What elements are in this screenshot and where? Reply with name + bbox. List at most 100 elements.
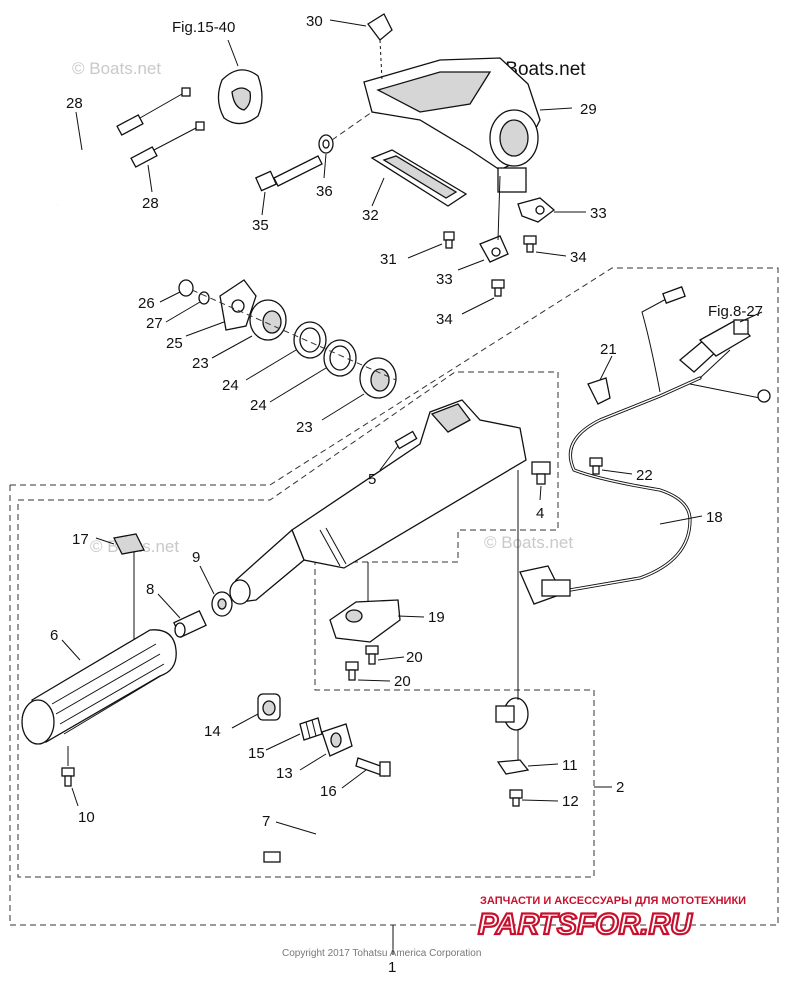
screw-34-left — [491, 279, 505, 297]
callout-11: 11 — [562, 757, 578, 774]
callout-9: 9 — [192, 549, 200, 566]
callout-24-lower: 24 — [250, 397, 267, 414]
leader-14 — [231, 713, 259, 729]
clamp-33-left — [479, 235, 509, 263]
leader-6 — [61, 639, 81, 661]
leader-24-upper — [245, 349, 297, 381]
leader-15 — [265, 733, 301, 751]
tiller-bracket — [363, 57, 541, 193]
leader-21 — [599, 355, 613, 381]
leader-10 — [71, 787, 79, 807]
callout-33-left: 33 — [436, 271, 453, 288]
callout-2: 2 — [616, 779, 624, 796]
callout-8: 8 — [146, 581, 154, 598]
callout-31: 31 — [380, 251, 397, 268]
washer-36 — [318, 134, 334, 154]
clamp-33-right — [517, 197, 556, 223]
leader-5 — [379, 445, 399, 471]
leader-20-upper — [377, 656, 405, 661]
leader-16 — [341, 769, 367, 789]
ring-24-lower — [323, 339, 357, 377]
leader-35 — [261, 191, 266, 216]
clamp-21 — [587, 377, 611, 405]
leader-12 — [521, 799, 559, 802]
screw-20-lower — [345, 661, 359, 681]
ref-fig-8-27: Fig.8-27 — [708, 303, 763, 320]
tiller-arm — [229, 399, 527, 605]
switch-4 — [531, 461, 551, 485]
screw-31 — [443, 231, 455, 249]
leader-22 — [601, 469, 633, 475]
callout-7: 7 — [262, 813, 270, 830]
callout-27: 27 — [146, 315, 163, 332]
callout-21: 21 — [600, 341, 617, 358]
assembly-line-bushings — [191, 289, 397, 381]
callout-23-lower: 23 — [296, 419, 313, 436]
leader-27 — [165, 301, 201, 323]
callout-35: 35 — [252, 217, 269, 234]
leader-13 — [299, 753, 327, 771]
leader-28-lower — [147, 164, 153, 193]
ref-fig-15-40: Fig.15-40 — [172, 19, 235, 36]
leader-36 — [323, 153, 327, 179]
callout-4: 4 — [536, 505, 544, 522]
leader-23-upper — [211, 335, 253, 359]
callout-29: 29 — [580, 101, 597, 118]
washer-27 — [198, 291, 210, 305]
bushing-23-upper — [249, 299, 287, 341]
callout-6: 6 — [50, 627, 58, 644]
brand-logo-text: PARTSFOR.RU — [478, 908, 693, 941]
leader-17 — [95, 537, 115, 545]
callout-23-upper: 23 — [192, 355, 209, 372]
bushing-23-lower — [359, 357, 397, 399]
leader-31 — [407, 243, 443, 259]
boundary-assembly-1 — [9, 267, 779, 926]
throttle-grip-6 — [21, 629, 177, 745]
callout-32: 32 — [362, 207, 379, 224]
callout-22: 22 — [636, 467, 653, 484]
label-17 — [113, 533, 145, 555]
leader-7 — [275, 821, 317, 835]
screw-34-right — [523, 235, 537, 253]
callout-20-upper: 20 — [406, 649, 423, 666]
spring-15 — [299, 717, 323, 741]
callout-34-right: 34 — [570, 249, 587, 266]
watermark-boats-top-left: © Boats.net — [72, 59, 161, 78]
callout-13: 13 — [276, 765, 293, 782]
watermark-boats-mid-right: © Boats.net — [484, 533, 573, 552]
leader-20-lower — [357, 679, 391, 682]
throttle-friction-piece — [217, 39, 263, 125]
wire-harness-18 — [519, 286, 771, 605]
callout-33-right: 33 — [590, 205, 607, 222]
callout-36: 36 — [316, 183, 333, 200]
throttle-cable-upper — [49, 87, 191, 169]
callout-5: 5 — [368, 471, 376, 488]
callout-28-lower: 28 — [142, 195, 159, 212]
throttle-cable-lower — [57, 121, 205, 206]
leader-28-upper — [75, 111, 83, 151]
callout-25: 25 — [166, 335, 183, 352]
callout-34-left: 34 — [436, 311, 453, 328]
spacer-8 — [173, 609, 207, 639]
bolt-35 — [254, 155, 323, 192]
callout-10: 10 — [78, 809, 95, 826]
stud-5 — [394, 430, 418, 450]
assembly-line-33 — [497, 175, 501, 241]
nut-26 — [178, 279, 194, 297]
leader-23-lower — [321, 393, 365, 421]
leader-34-right — [535, 251, 567, 257]
shift-rod-7 — [263, 697, 529, 863]
leader-19 — [397, 615, 425, 618]
ring-24-upper — [293, 321, 327, 359]
screw-20-upper — [365, 645, 379, 665]
leader-9 — [199, 565, 215, 595]
callout-18: 18 — [706, 509, 723, 526]
callout-24-upper: 24 — [222, 377, 239, 394]
leader-25 — [185, 321, 225, 337]
callout-17: 17 — [72, 531, 89, 548]
leader-11 — [527, 763, 559, 767]
leader-30 — [329, 19, 367, 27]
bolt-16 — [355, 757, 391, 777]
copyright-notice: Copyright 2017 Tohatsu America Corporati… — [282, 948, 481, 959]
